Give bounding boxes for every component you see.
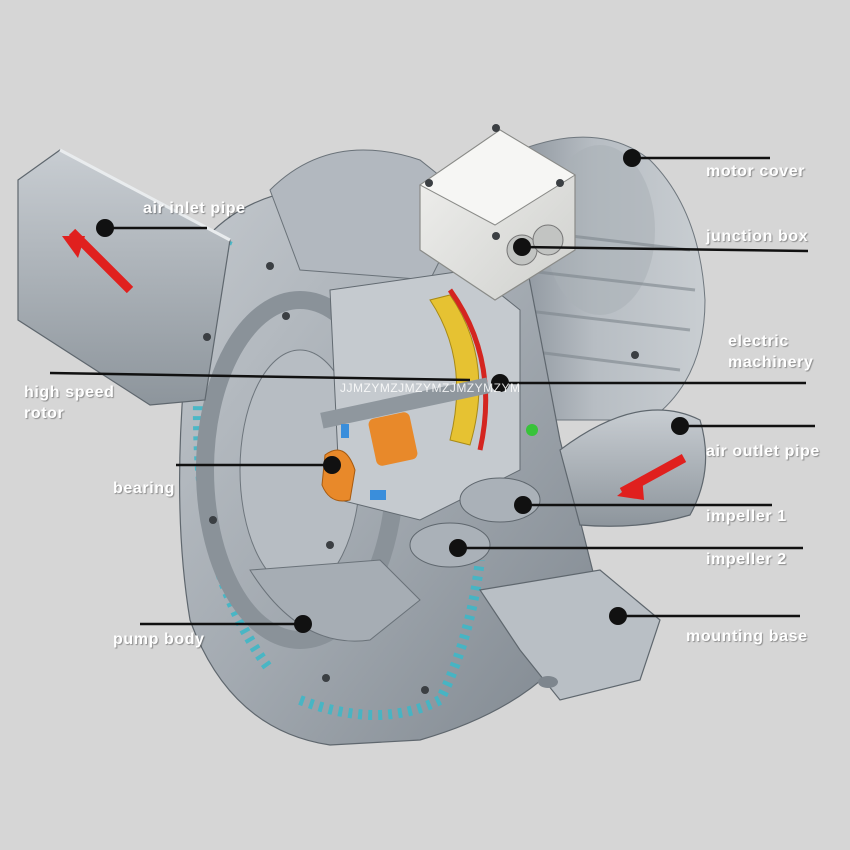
label-junction-box: junction box bbox=[706, 228, 809, 245]
label-pump-body: pump body bbox=[113, 631, 205, 648]
label-air-outlet-pipe: air outlet pipe bbox=[706, 443, 820, 460]
label-electric-machinery-line-2: machinery bbox=[728, 354, 814, 371]
leader-lines bbox=[49, 149, 815, 633]
air-outlet-pipe-dot bbox=[671, 417, 689, 435]
bolts bbox=[203, 124, 639, 694]
electric-machinery-dot bbox=[491, 374, 509, 392]
label-high-speed-rotor-line-1: high speed bbox=[24, 384, 115, 401]
bearing-dot bbox=[323, 456, 341, 474]
high-speed-rotor-leader bbox=[49, 371, 471, 382]
watermark-text: JJMZYMZJMZYMZJMZYMZYM bbox=[340, 381, 521, 395]
label-impeller-1: impeller 1 bbox=[706, 508, 787, 525]
label-motor-cover: motor cover bbox=[706, 163, 806, 180]
label-electric-machinery-line-1: electric bbox=[728, 333, 789, 350]
junction-box-leader bbox=[521, 245, 809, 253]
air-outlet-pipe-shape bbox=[559, 409, 707, 527]
label-impeller-2: impeller 2 bbox=[706, 551, 787, 568]
pump-body-dot bbox=[294, 615, 312, 633]
label-high-speed-rotor-line-2: rotor bbox=[24, 405, 65, 422]
air-inlet-pipe-dot bbox=[96, 219, 114, 237]
impeller-2-dot bbox=[449, 539, 467, 557]
impeller-1-dot bbox=[514, 496, 532, 514]
mounting-base-shape bbox=[478, 569, 661, 701]
air-inlet-pipe-shape bbox=[17, 148, 231, 406]
junction-box-dot bbox=[513, 238, 531, 256]
motor-cover-dot bbox=[623, 149, 641, 167]
label-high-speed-rotor: high speed rotor bbox=[24, 382, 114, 424]
label-bearing: bearing bbox=[113, 480, 175, 497]
junction-box-shape bbox=[419, 129, 576, 301]
label-mounting-base: mounting base bbox=[686, 628, 808, 645]
label-air-inlet-pipe: air inlet pipe bbox=[143, 200, 246, 217]
label-electric-machinery: electric machinery bbox=[728, 331, 813, 373]
mounting-base-dot bbox=[609, 607, 627, 625]
